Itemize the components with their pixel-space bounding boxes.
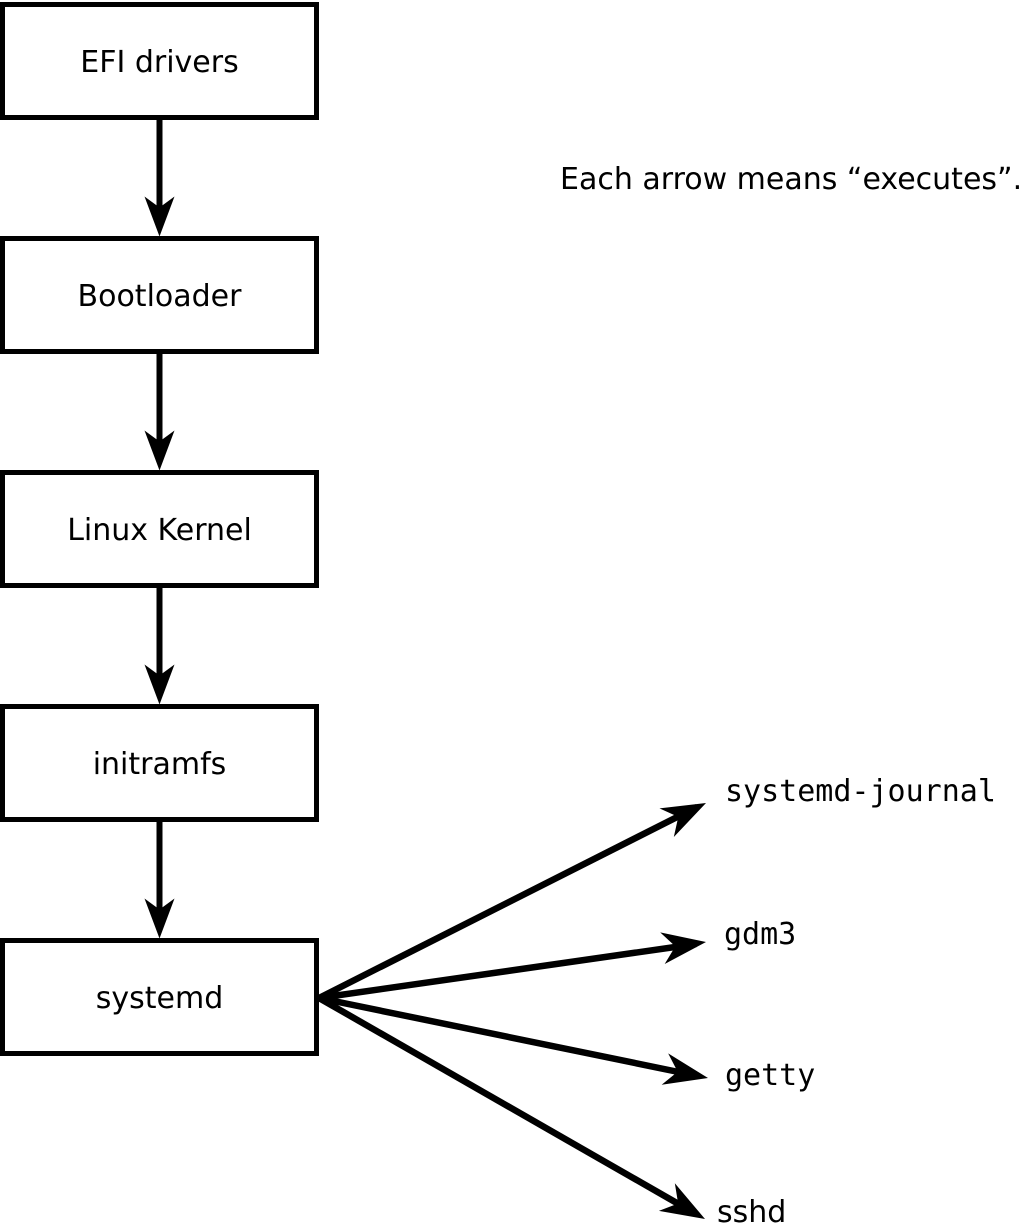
box-linux-kernel [0,470,319,588]
target-label-sshd: sshd [717,1195,786,1230]
box-efi-drivers [0,2,319,120]
box-label-efi-drivers: EFI drivers [80,45,238,80]
arrow-line-systemd-to-sshd [317,995,698,1217]
fan-arrows [317,803,708,1219]
arrowhead-icon [658,1183,705,1219]
arrowhead-icon [144,196,175,237]
flow-boxes: EFI drivers Bootloader Linux Kernel init… [0,2,319,1056]
arrowhead-icon [144,664,175,705]
arrowhead-icon [144,898,175,939]
box-label-linux-kernel: Linux Kernel [67,513,252,548]
arrow-line-systemd-to-gdm3 [318,940,697,1002]
target-labels: systemd-journal gdm3 getty sshd [717,774,996,1230]
arrowhead-icon [660,932,706,965]
box-bootloader [0,236,319,354]
box-initramfs [0,704,319,822]
target-label-getty: getty [725,1058,815,1093]
target-label-systemd-journal: systemd-journal [725,774,996,809]
arrowhead-icon [659,803,706,838]
arrowhead-icon [144,430,175,471]
box-label-systemd: systemd [96,981,224,1016]
arrow-meaning-note: Each arrow means “executes”. [560,162,1022,197]
flow-arrows [144,117,175,939]
arrowhead-icon [661,1053,708,1085]
arrow-line-systemd-to-journal [317,804,699,1001]
box-label-initramfs: initramfs [93,747,227,782]
box-systemd [0,938,319,1056]
box-label-bootloader: Bootloader [78,279,243,314]
arrow-line-systemd-to-getty [318,994,699,1080]
target-label-gdm3: gdm3 [724,917,796,952]
